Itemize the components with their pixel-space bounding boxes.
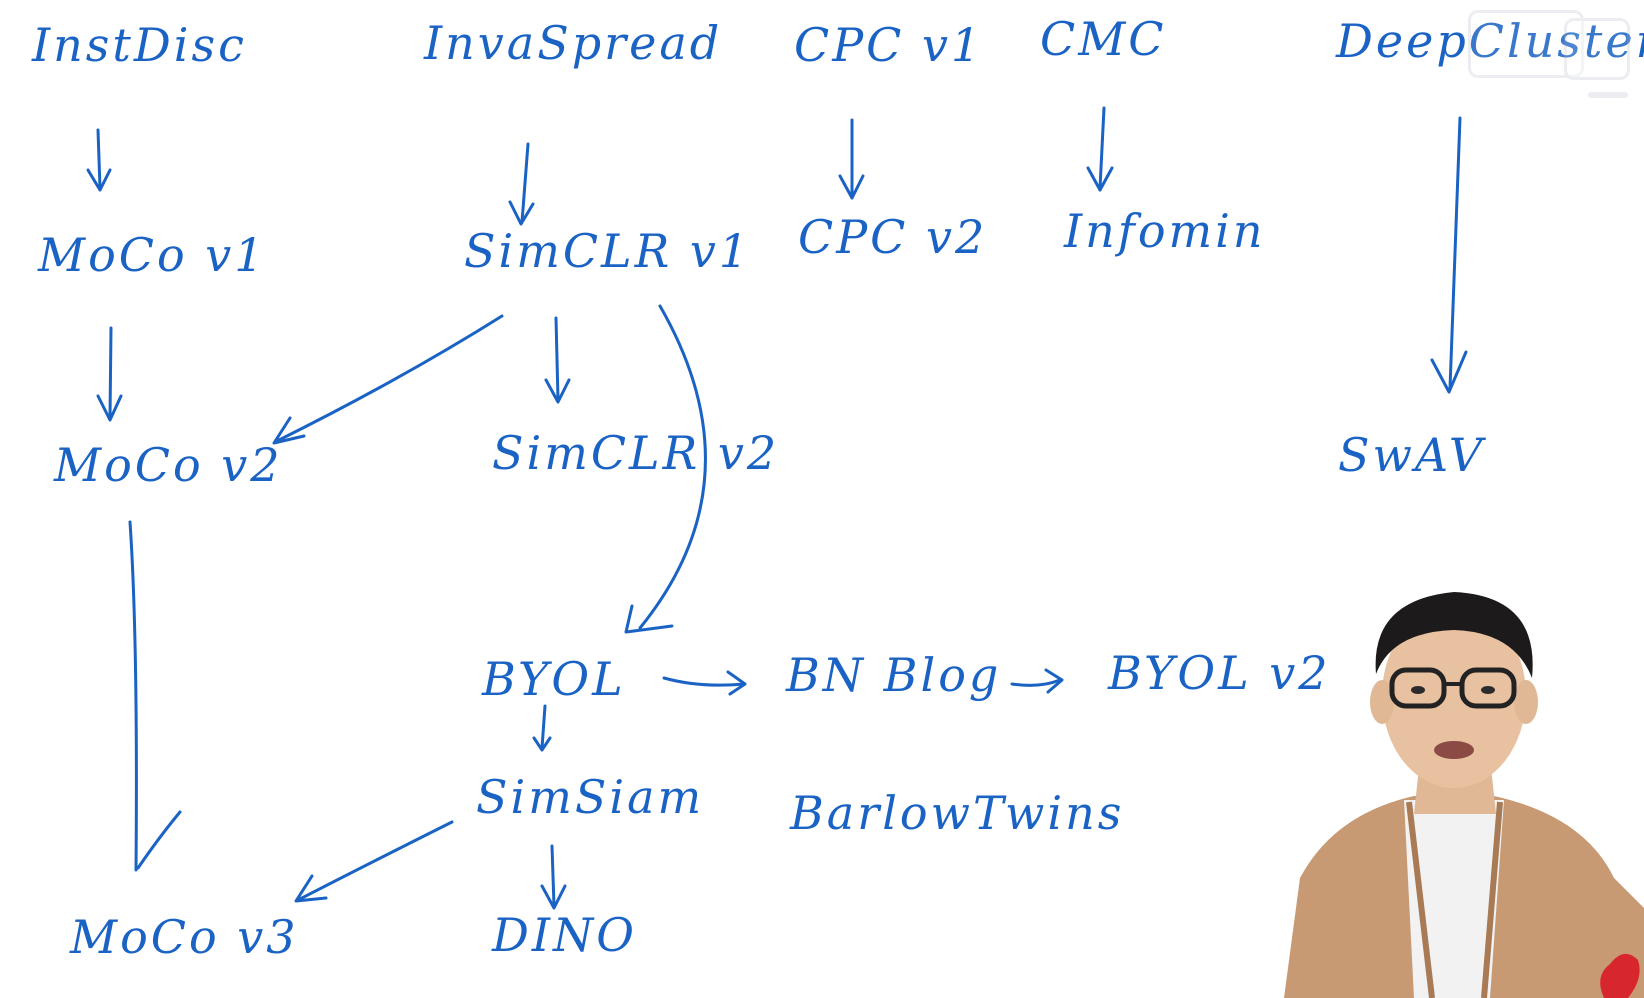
node-invaspread: InvaSpread	[424, 20, 722, 66]
edge-cmc-infomin	[1088, 108, 1112, 190]
edge-simclrv1-simclrv2	[546, 318, 569, 402]
node-mocov2: MoCo v2	[54, 442, 283, 488]
node-infomin: Infomin	[1064, 208, 1265, 254]
edge-invaspread-simclrv1	[510, 144, 533, 224]
node-barlowtwins: BarlowTwins	[790, 790, 1124, 836]
node-simsiam: SimSiam	[476, 774, 704, 820]
node-dino: DINO	[492, 912, 637, 958]
presenter-video	[1264, 578, 1644, 998]
edge-byol-bnblog	[664, 672, 745, 694]
edge-cpcv1-cpcv2	[840, 120, 863, 198]
node-mocov3: MoCo v3	[70, 914, 299, 960]
node-mocov1: MoCo v1	[38, 232, 267, 278]
node-bnblog: BN Blog	[786, 652, 1001, 698]
node-cpcv1: CPC v1	[794, 22, 983, 68]
node-cmc: CMC	[1040, 16, 1167, 62]
edge-instdisc-mocov1	[88, 130, 110, 190]
node-instdisc: InstDisc	[32, 22, 247, 68]
node-simclrv2: SimCLR v2	[492, 430, 779, 476]
edge-mocov2-mocov3	[130, 522, 180, 870]
edge-mocov1-mocov2	[98, 328, 121, 420]
edge-bnblog-byolv2	[1012, 670, 1062, 692]
edge-simsiam-mocov3	[296, 822, 452, 901]
node-cpcv2: CPC v2	[798, 214, 987, 260]
watermark	[1468, 10, 1638, 120]
node-simclrv1: SimCLR v1	[464, 228, 751, 274]
node-swav: SwAV	[1338, 432, 1485, 478]
edge-byol-simsiam	[534, 706, 550, 750]
edge-deepcluster-swav	[1432, 118, 1466, 392]
node-byol: BYOL	[482, 656, 626, 702]
edge-simclrv1-mocov2	[274, 316, 502, 443]
edge-simsiam-dino	[542, 846, 565, 908]
